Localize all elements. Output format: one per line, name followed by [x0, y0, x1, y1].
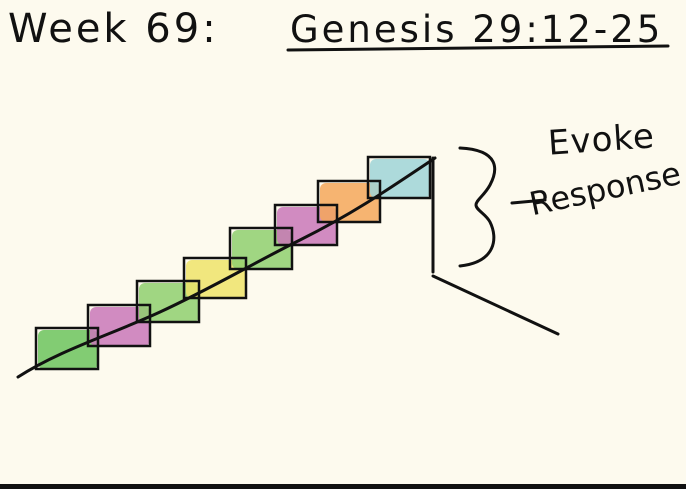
step-box: [228, 226, 294, 271]
title-week: Week 69:: [8, 6, 219, 52]
label-evoke: Evoke: [546, 116, 657, 164]
step-box: [273, 203, 339, 247]
title-scripture-reference: Genesis 29:12-25: [290, 8, 664, 51]
step-box: [34, 326, 100, 371]
step-box: [366, 155, 432, 200]
rising-line: [16, 156, 437, 379]
bottom-border: [0, 484, 686, 489]
response-dash: [510, 198, 547, 205]
title-underline: [286, 44, 670, 52]
curly-brace: [458, 146, 497, 268]
step-box: [316, 179, 382, 224]
step-boxes: [34, 155, 432, 371]
step-box: [86, 303, 152, 348]
diagonal-line: [431, 274, 560, 336]
step-box: [135, 279, 201, 324]
step-fill: [370, 159, 430, 198]
step-fill: [320, 183, 380, 222]
step-box: [182, 256, 248, 300]
